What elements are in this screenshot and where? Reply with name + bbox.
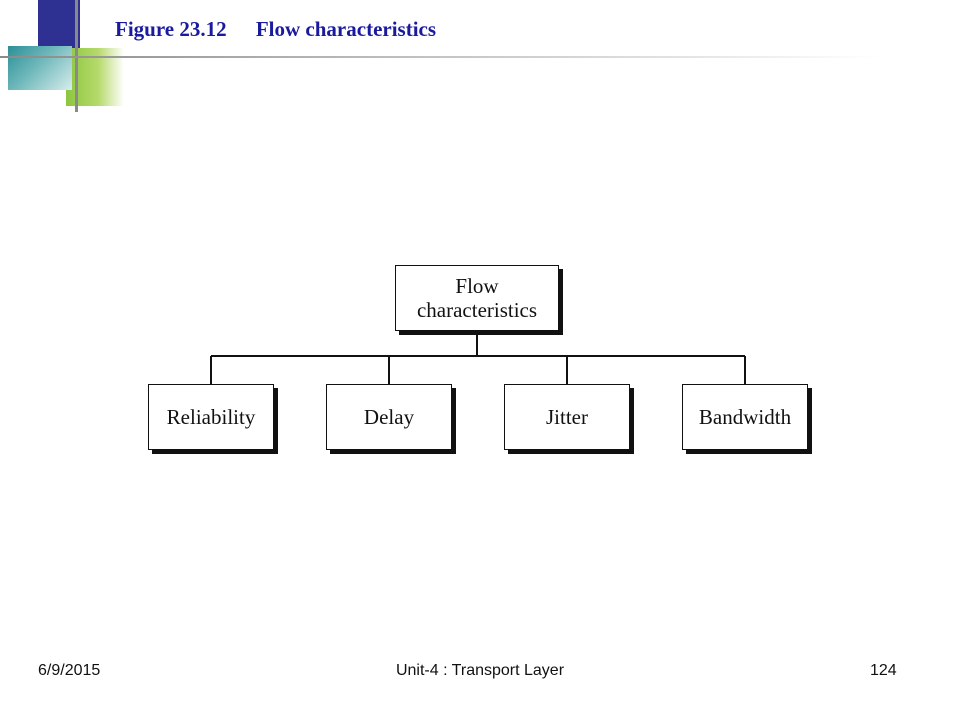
decorative-navy-square bbox=[38, 0, 80, 48]
footer-page-number: 124 bbox=[870, 662, 897, 679]
node-delay: Delay bbox=[326, 384, 452, 450]
footer-center-text: Unit-4 : Transport Layer bbox=[395, 662, 565, 679]
node-reliability: Reliability bbox=[148, 384, 274, 450]
figure-number: Figure 23.12 bbox=[115, 17, 227, 41]
root-label-line1: Flow bbox=[455, 273, 499, 298]
node-flow-characteristics: Flow characteristics bbox=[395, 265, 559, 331]
node-bandwidth: Bandwidth bbox=[682, 384, 808, 450]
decorative-horizontal-line bbox=[0, 56, 880, 58]
figure-title: Flow characteristics bbox=[255, 17, 437, 41]
root-label-line2: characteristics bbox=[416, 298, 538, 322]
slide-title: Figure 23.12 Flow characteristics bbox=[115, 17, 436, 42]
decorative-teal-square bbox=[8, 46, 72, 90]
footer-date: 6/9/2015 bbox=[38, 662, 101, 679]
node-jitter: Jitter bbox=[504, 384, 630, 450]
